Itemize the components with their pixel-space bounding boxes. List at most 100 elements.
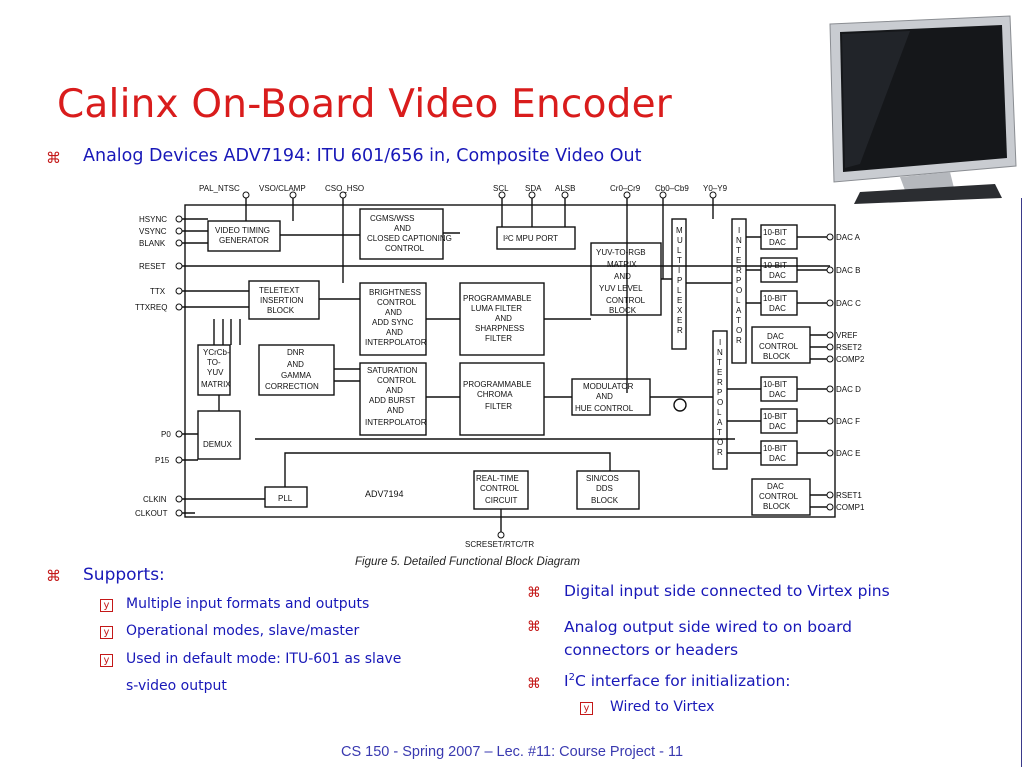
- supports-item: s-video output: [126, 678, 227, 694]
- svg-text:E: E: [717, 368, 722, 377]
- i2c-prefix: I: [564, 672, 569, 691]
- svg-text:DAC F: DAC F: [836, 417, 860, 426]
- svg-text:RSET2: RSET2: [836, 343, 862, 352]
- monitor-icon: [829, 15, 1017, 204]
- checkbox-bullet-icon: y: [100, 654, 113, 667]
- checkbox-bullet-icon: y: [100, 599, 113, 612]
- svg-text:TTXREQ: TTXREQ: [135, 303, 167, 312]
- svg-text:CGMS/WSS: CGMS/WSS: [370, 214, 414, 223]
- svg-text:Cr0–Cr9: Cr0–Cr9: [610, 184, 641, 193]
- svg-text:AND: AND: [614, 272, 631, 281]
- svg-text:T: T: [736, 246, 741, 255]
- svg-text:10-BIT: 10-BIT: [763, 412, 787, 421]
- command-bullet-icon: ⌘: [46, 567, 61, 585]
- svg-text:HSYNC: HSYNC: [139, 215, 167, 224]
- svg-text:T: T: [717, 358, 722, 367]
- supports-item: Used in default mode: ITU-601 as slave: [126, 651, 402, 667]
- svg-text:TO-: TO-: [207, 358, 221, 367]
- svg-text:AND: AND: [394, 224, 411, 233]
- slide-frame-line: [1021, 198, 1022, 767]
- svg-text:REAL-TIME: REAL-TIME: [476, 474, 519, 483]
- svg-text:E: E: [677, 296, 682, 305]
- figure-caption: Figure 5. Detailed Functional Block Diag…: [355, 556, 580, 568]
- svg-text:P: P: [677, 276, 682, 285]
- svg-text:U: U: [677, 236, 683, 245]
- svg-text:MATRIX: MATRIX: [201, 380, 231, 389]
- svg-text:E: E: [677, 316, 682, 325]
- svg-text:BLANK: BLANK: [139, 239, 166, 248]
- svg-text:DAC D: DAC D: [836, 385, 861, 394]
- svg-text:CLKIN: CLKIN: [143, 495, 167, 504]
- svg-text:YUV LEVEL: YUV LEVEL: [599, 284, 643, 293]
- svg-text:CONTROL: CONTROL: [759, 342, 799, 351]
- svg-text:DAC: DAC: [769, 304, 786, 313]
- svg-text:BLOCK: BLOCK: [267, 306, 295, 315]
- svg-text:RSET1: RSET1: [836, 491, 862, 500]
- svg-text:TELETEXT: TELETEXT: [259, 286, 300, 295]
- svg-text:ADD SYNC: ADD SYNC: [372, 318, 414, 327]
- svg-text:ADV7194: ADV7194: [365, 489, 404, 499]
- svg-text:T: T: [736, 316, 741, 325]
- svg-text:I: I: [738, 226, 740, 235]
- right-bullet-text: Digital input side connected to Virtex p…: [564, 582, 890, 600]
- svg-text:YCrCb-: YCrCb-: [203, 348, 230, 357]
- svg-text:AND: AND: [387, 406, 404, 415]
- lead-bullet-text: Analog Devices ADV7194: ITU 601/656 in, …: [83, 146, 642, 166]
- svg-text:10-BIT: 10-BIT: [763, 444, 787, 453]
- svg-text:CHROMA: CHROMA: [477, 390, 513, 399]
- svg-text:DAC C: DAC C: [836, 299, 861, 308]
- svg-text:CSO_HSO: CSO_HSO: [325, 184, 364, 193]
- command-bullet-icon: ⌘: [527, 619, 541, 635]
- svg-text:10-BIT: 10-BIT: [763, 294, 787, 303]
- svg-text:SDA: SDA: [525, 184, 542, 193]
- svg-text:AND: AND: [287, 360, 304, 369]
- svg-text:R: R: [717, 378, 723, 387]
- checkbox-bullet-icon: y: [580, 702, 593, 715]
- svg-text:P15: P15: [155, 456, 170, 465]
- svg-text:DAC: DAC: [769, 271, 786, 280]
- command-bullet-icon: ⌘: [46, 149, 61, 167]
- command-bullet-icon: ⌘: [527, 676, 541, 692]
- svg-text:BLOCK: BLOCK: [763, 502, 791, 511]
- svg-text:DAC E: DAC E: [836, 449, 860, 458]
- svg-text:DAC: DAC: [769, 422, 786, 431]
- svg-text:PAL_NTSC: PAL_NTSC: [199, 184, 240, 193]
- svg-text:FILTER: FILTER: [485, 334, 512, 343]
- svg-text:CONTROL: CONTROL: [606, 296, 646, 305]
- svg-text:AND: AND: [385, 308, 402, 317]
- svg-text:GENERATOR: GENERATOR: [219, 236, 269, 245]
- svg-text:SATURATION: SATURATION: [367, 366, 418, 375]
- svg-text:A: A: [717, 418, 723, 427]
- svg-text:DAC: DAC: [769, 238, 786, 247]
- svg-text:PLL: PLL: [278, 494, 293, 503]
- svg-text:HUE CONTROL: HUE CONTROL: [575, 404, 634, 413]
- command-bullet-icon: ⌘: [527, 585, 541, 601]
- svg-text:R: R: [677, 326, 683, 335]
- svg-text:SCL: SCL: [493, 184, 509, 193]
- svg-text:O: O: [717, 438, 723, 447]
- svg-text:MATRIX: MATRIX: [607, 260, 637, 269]
- svg-text:P0: P0: [161, 430, 171, 439]
- svg-text:Cb0–Cb9: Cb0–Cb9: [655, 184, 689, 193]
- svg-text:COMP2: COMP2: [836, 355, 865, 364]
- svg-text:R: R: [736, 336, 742, 345]
- checkbox-bullet-icon: y: [100, 626, 113, 639]
- svg-text:DAC B: DAC B: [836, 266, 860, 275]
- svg-text:INTERPOLATOR: INTERPOLATOR: [365, 338, 427, 347]
- supports-item: Multiple input formats and outputs: [126, 596, 370, 612]
- svg-text:VIDEO TIMING: VIDEO TIMING: [215, 226, 270, 235]
- svg-text:VSYNC: VSYNC: [139, 227, 167, 236]
- svg-text:DAC: DAC: [769, 454, 786, 463]
- svg-text:BLOCK: BLOCK: [609, 306, 637, 315]
- svg-text:CONTROL: CONTROL: [377, 298, 417, 307]
- svg-text:CLKOUT: CLKOUT: [135, 509, 168, 518]
- right-bullet-text: Analog output side wired to on board con…: [564, 618, 853, 659]
- svg-text:L: L: [736, 296, 741, 305]
- svg-text:YUV: YUV: [207, 368, 224, 377]
- svg-text:CONTROL: CONTROL: [480, 484, 520, 493]
- supports-item: Operational modes, slave/master: [126, 623, 360, 639]
- svg-text:X: X: [677, 306, 683, 315]
- svg-text:O: O: [717, 398, 723, 407]
- svg-text:L: L: [677, 246, 682, 255]
- svg-text:CLOSED CAPTIONING: CLOSED CAPTIONING: [367, 234, 452, 243]
